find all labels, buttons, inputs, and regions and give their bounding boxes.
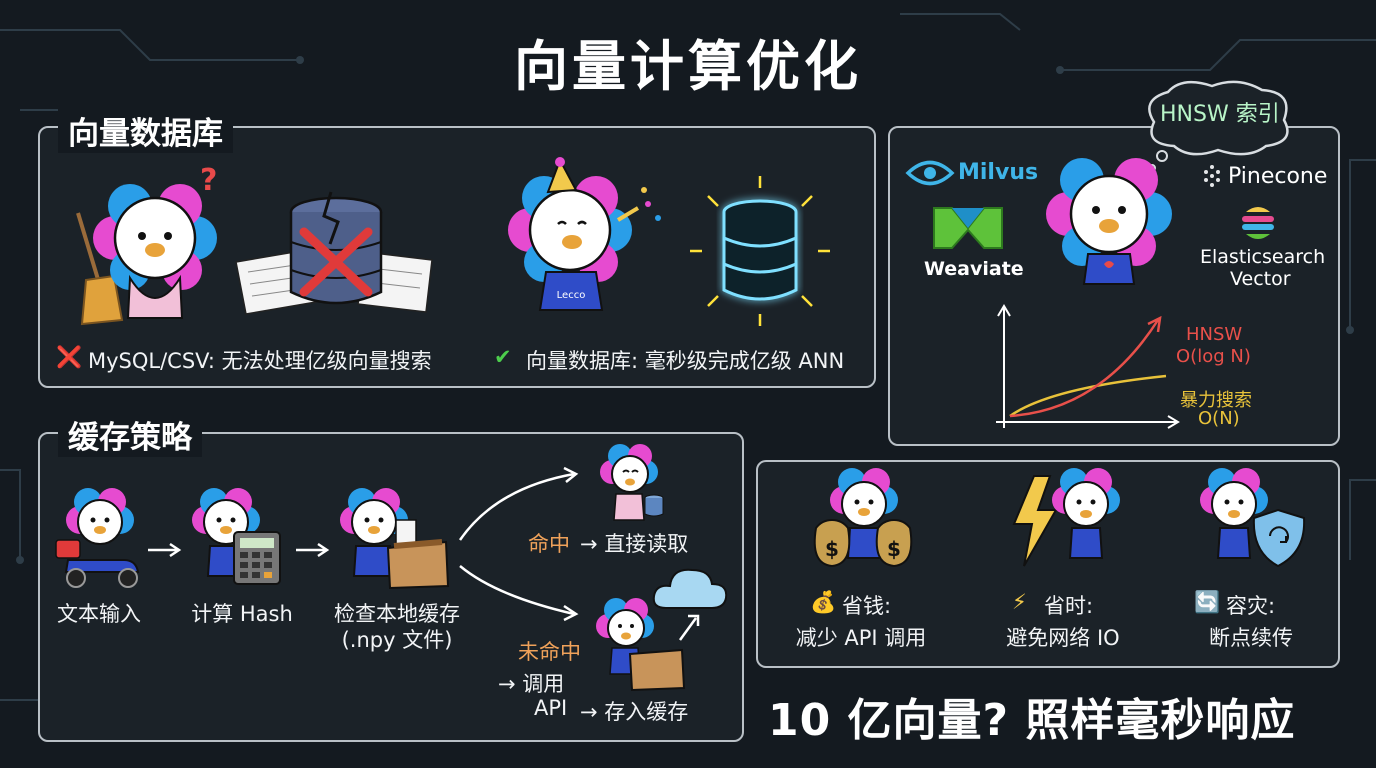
elasticsearch-logo-icon [1242,207,1274,239]
miss-mascot [596,598,686,692]
milvus-logo-icon [905,160,955,186]
y-axis [997,304,1011,428]
good-caption: 向量数据库: 毫秒级完成亿级 ANN [526,349,845,373]
document-box-icon [386,519,450,590]
recovery-title: 容灾: [1226,594,1276,618]
cloud-icon [652,568,728,609]
miss-word: 未命中 [518,640,581,664]
weaviate-label: Weaviate [924,258,1024,280]
save-money-title: 省钱: [842,594,892,618]
hnsw-curve [1009,315,1162,418]
mini-database-icon [644,494,664,517]
brute-force-complexity: O(N) [1198,408,1240,429]
hit-word: 命中 [528,532,570,556]
slogan: 10 亿向量? 照样毫秒响应 [768,695,1296,746]
thought-bubble-text: HNSW 索引 [1160,102,1280,127]
pinecone-logo-icon [1204,165,1220,187]
confused-mascot: ? [76,163,217,326]
good-mark-icon: ✔ [494,345,512,369]
cache-heading: 缓存策略 [58,412,202,457]
money-bag-icon: $ [813,518,851,568]
brute-force-curve [1009,374,1167,418]
step-text-input: 文本输入 [57,602,141,626]
weaviate-logo-icon [933,207,1003,249]
complexity-chart [996,304,1180,429]
arrow-right-icon [148,542,182,558]
svg-text:$: $ [887,537,901,561]
hnsw-complexity: O(log N) [1176,346,1251,367]
bad-caption: MySQL/CSV: 无法处理亿级向量搜索 [88,349,432,373]
miss-action: → 存入缓存 [580,700,689,724]
lightning-mascot [1012,468,1120,567]
pinecone-label: Pinecone [1228,164,1328,189]
x-axis [996,415,1180,429]
hnsw-label: HNSW [1186,324,1243,345]
step-npy-file: (.npy 文件) [341,628,453,652]
money-bag-icon: $ [875,518,913,568]
calculator-mascot [192,488,281,585]
save-money-desc: 减少 API 调用 [795,626,927,650]
miss-line-2: API [534,696,568,720]
save-time-icon: ⚡ [1012,590,1027,614]
recovery-desc: 断点续传 [1209,626,1293,650]
thought-bubble [1148,80,1289,172]
hit-action: → 直接读取 [580,532,689,556]
save-time-desc: 避免网络 IO [1006,626,1120,650]
vector-db-heading: 向量数据库 [58,108,233,153]
upload-arrow-icon [678,614,700,641]
svg-text:$: $ [825,537,839,561]
branch-arrows [458,466,579,622]
step-check-local-cache: 检查本地缓存 [334,602,460,626]
delivery-mascot [55,488,140,588]
lightning-icon [1012,475,1058,567]
arrow-right-icon [296,542,330,558]
party-mascot: Lecco [508,157,661,311]
hit-mascot [600,444,664,521]
svg-text:?: ? [200,163,217,198]
recovery-icon: 🔄 [1194,590,1221,614]
storage-box-mascot [340,488,450,590]
calculator-icon [233,531,281,585]
step-compute-hash: 计算 Hash [191,602,293,626]
shield-icon [1252,508,1306,568]
broken-database-icon [235,191,433,315]
glowing-database-icon [690,176,830,326]
save-time-title: 省时: [1044,594,1094,618]
broom-icon [76,212,124,326]
elasticsearch-label: Elasticsearch [1200,246,1326,268]
brute-force-label: 暴力搜索 [1180,390,1252,411]
miss-line-1: → 调用 [498,672,565,696]
save-money-icon: 💰 [810,590,837,614]
page-title: 向量计算优化 [514,35,862,98]
bad-mark-icon: ❌ [56,345,83,369]
shield-mascot [1200,468,1306,568]
shirt-text: Lecco [557,290,586,301]
money-mascot: $ $ [813,468,913,568]
vector-label: Vector [1230,268,1291,290]
happy-mascot [1046,158,1172,285]
milvus-label: Milvus [958,160,1039,185]
